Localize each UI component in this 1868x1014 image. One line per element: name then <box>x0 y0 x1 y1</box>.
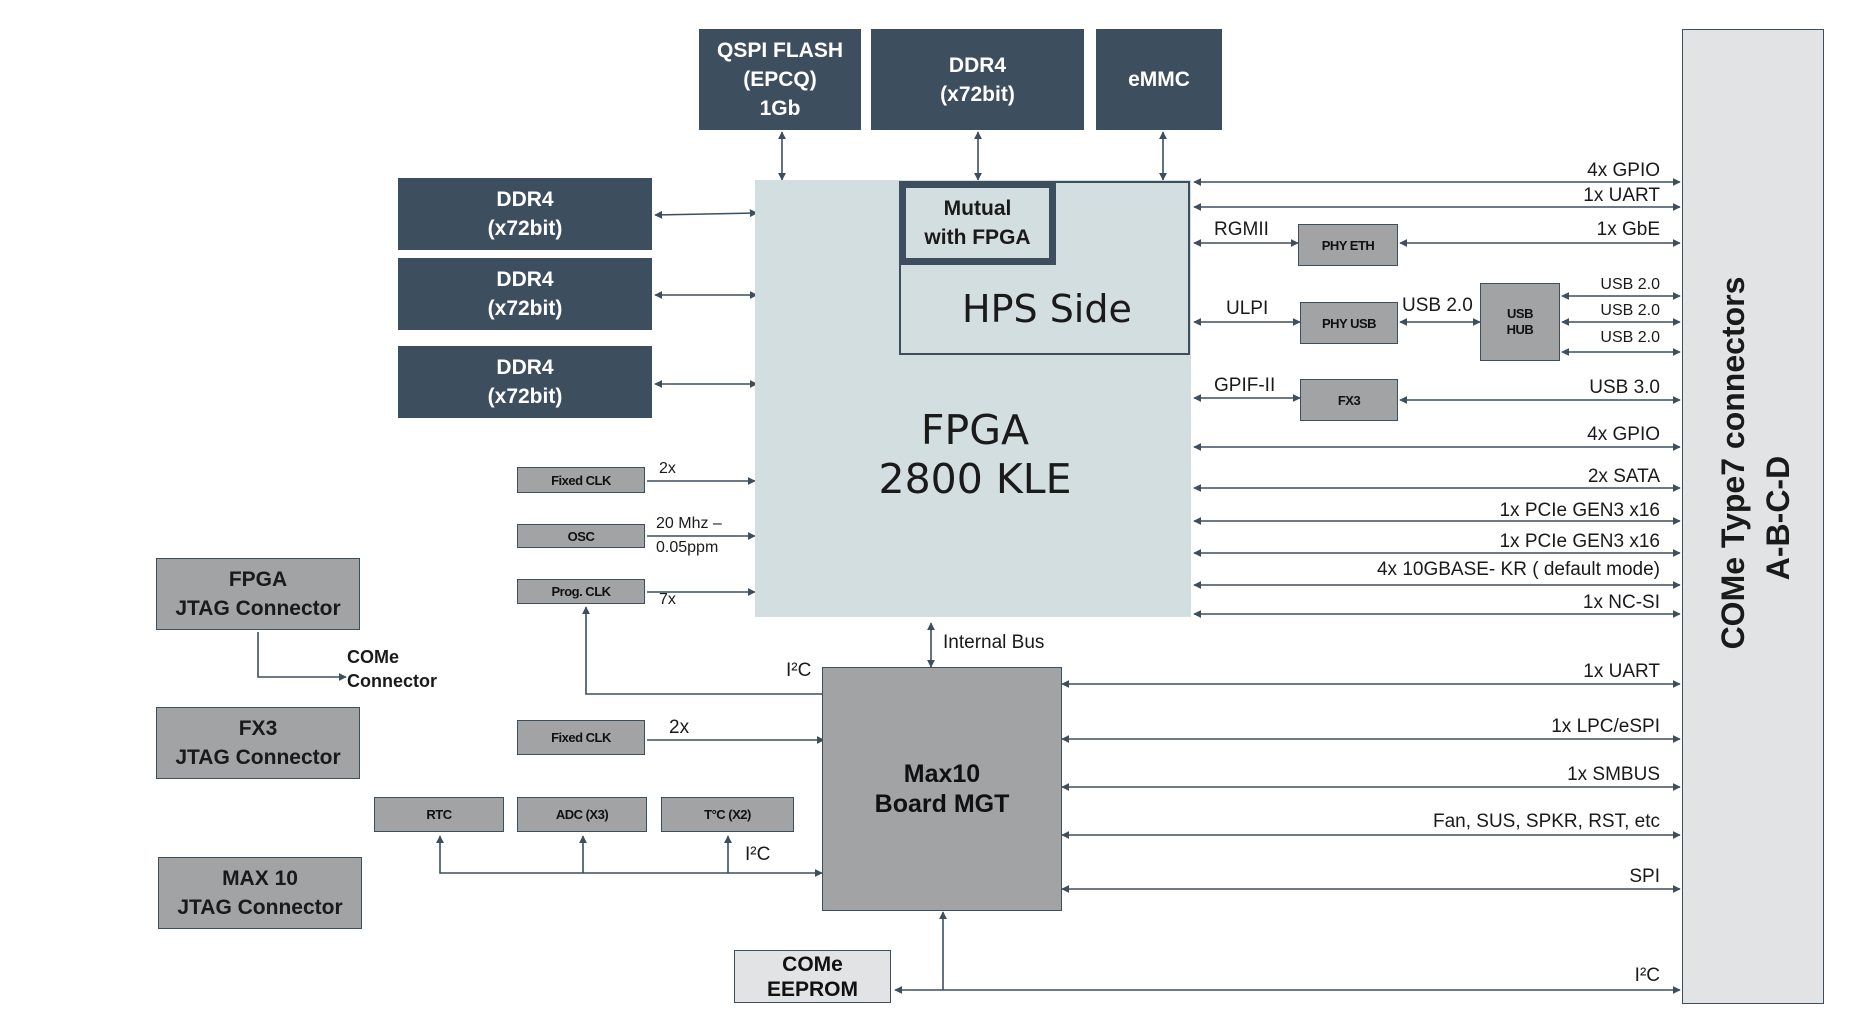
sig-i2c: I²C <box>1634 965 1660 986</box>
sig-smbus: 1x SMBUS <box>1567 764 1660 785</box>
rgmii-label: RGMII <box>1214 219 1269 240</box>
osc-spec-2: 0.05ppm <box>656 539 719 556</box>
fixed-clk-2-count: 2x <box>669 717 690 738</box>
sig-pcie-2: 1x PCIe GEN3 x16 <box>1499 531 1660 552</box>
connector-label-line2: A-B-C-D <box>1760 455 1796 581</box>
fixed-clk-1-count: 2x <box>659 460 676 477</box>
phy-usb-block: PHY USB <box>1300 302 1398 344</box>
gpif-label: GPIF-II <box>1214 375 1276 396</box>
osc-block: OSC <box>517 524 645 548</box>
sig-usb20-3: USB 2.0 <box>1600 329 1660 346</box>
sig-ncsi: 1x NC-SI <box>1582 592 1660 613</box>
max10-board-mgt: Max10 Board MGT <box>822 667 1062 911</box>
jtag-come-link <box>257 632 347 681</box>
ddr4-left-2: DDR4 (x72bit) <box>398 258 652 330</box>
sig-gpio-1: 4x GPIO <box>1587 160 1660 181</box>
sig-usb20-1: USB 2.0 <box>1600 276 1660 293</box>
internal-bus-label: Internal Bus <box>943 632 1045 653</box>
connector-label-line1: COMe Type7 connectors <box>1715 276 1751 650</box>
rtc-block: RTC <box>374 797 504 832</box>
sig-usb20-2: USB 2.0 <box>1600 302 1660 319</box>
sig-pcie-1: 1x PCIe GEN3 x16 <box>1499 500 1660 521</box>
ulpi-label: ULPI <box>1226 298 1269 319</box>
phy-eth-block: PHY ETH <box>1298 224 1398 266</box>
ddr4-left-1: DDR4 (x72bit) <box>398 178 652 250</box>
usb-hub-block: USB HUB <box>1480 283 1560 361</box>
sig-sata: 2x SATA <box>1587 466 1660 487</box>
sig-mgt-uart: 1x UART <box>1583 661 1660 682</box>
ddr4-top-block: DDR4 (x72bit) <box>871 29 1084 130</box>
max10-jtag-connector: MAX 10 JTAG Connector <box>158 857 362 929</box>
prog-clk-count: 7x <box>659 591 676 608</box>
sig-usb30: USB 3.0 <box>1589 377 1660 398</box>
come-eeprom: COMe EEPROM <box>734 950 891 1003</box>
mutual-with-fpga-block: Mutual with FPGA <box>899 181 1056 265</box>
fx3-block: FX3 <box>1300 379 1398 421</box>
sig-fan-sus: Fan, SUS, SPKR, RST, etc <box>1432 811 1660 832</box>
emmc-block: eMMC <box>1096 29 1222 130</box>
temp-sensor-block: T°C (X2) <box>661 797 794 832</box>
prog-clk: Prog. CLK <box>517 579 645 604</box>
i2c-sensor-bus <box>436 835 823 877</box>
fpga-jtag-connector: FPGA JTAG Connector <box>156 558 360 630</box>
fixed-clk-1: Fixed CLK <box>517 467 645 493</box>
osc-spec-1: 20 Mhz – <box>656 515 722 532</box>
hps-side-label: HPS Side <box>962 287 1132 331</box>
come-type7-connector <box>1682 29 1824 1004</box>
ddr4-left-3: DDR4 (x72bit) <box>398 346 652 418</box>
sig-spi: SPI <box>1629 866 1660 887</box>
qspi-flash-block: QSPI FLASH (EPCQ) 1Gb <box>699 29 861 130</box>
fixed-clk-2: Fixed CLK <box>517 720 645 755</box>
i2c-prog-label: I²C <box>786 660 812 681</box>
come-connector-label: COMe Connector <box>347 647 437 691</box>
sig-gbe: 1x GbE <box>1596 219 1660 240</box>
usb20-link-label: USB 2.0 <box>1402 295 1473 316</box>
ddr4-left-1-link <box>654 209 758 219</box>
i2c-sensors-label: I²C <box>745 844 771 865</box>
sig-gpio-2: 4x GPIO <box>1587 424 1660 445</box>
sig-10gbase: 4x 10GBASE- KR ( default mode) <box>1376 559 1660 580</box>
fx3-jtag-connector: FX3 JTAG Connector <box>156 707 360 779</box>
sig-uart-1: 1x UART <box>1583 185 1660 206</box>
fpga-label: FPGA 2800 KLE <box>878 406 1072 503</box>
i2c-prog-link <box>582 606 822 695</box>
adc-block: ADC (X3) <box>517 797 647 832</box>
sig-lpc-espi: 1x LPC/eSPI <box>1551 716 1660 737</box>
